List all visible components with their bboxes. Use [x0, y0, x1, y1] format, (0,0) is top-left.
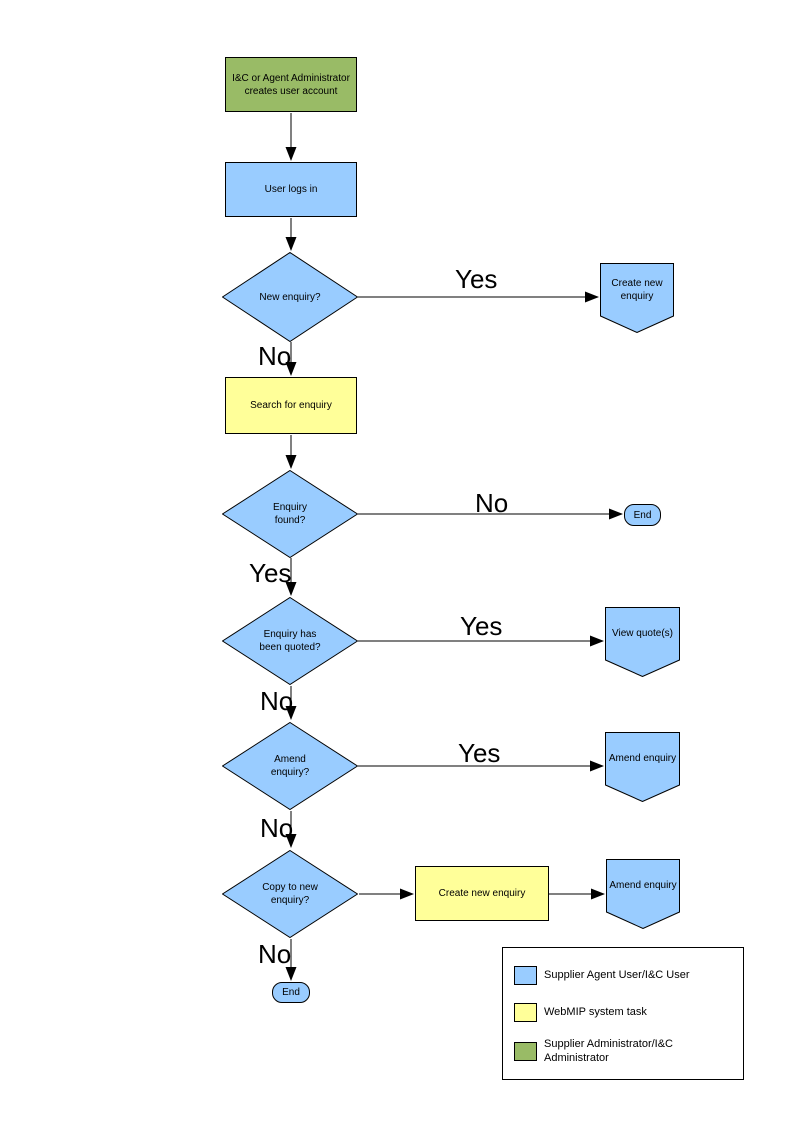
branch-label-no: No	[260, 686, 294, 716]
legend-item-system: WebMIP system task	[514, 1003, 735, 1022]
offpage-create-new-enquiry: Create new enquiry	[600, 263, 674, 333]
pentagon-shape	[605, 732, 680, 802]
offpage-amend-enquiry-label: Amend enquiry	[608, 753, 677, 764]
diamond-shape	[222, 597, 358, 685]
offpage-amend-enquiry-2-label: Amend enquiry	[609, 880, 677, 891]
offpage-amend-enquiry-2: Amend enquiry	[606, 859, 680, 929]
legend-item-admin: Supplier Administrator/I&C Administrator	[514, 1038, 735, 1066]
legend-swatch-admin	[514, 1042, 537, 1062]
branch-label-yes: Yes	[455, 264, 498, 294]
decision-amend-enquiry: Amend enquiry?	[222, 722, 358, 810]
offpage-create-new-enquiry-label: Create new enquiry	[611, 277, 663, 302]
branch-label-no: No	[475, 488, 509, 518]
process-create-user-account: I&C or Agent Administrator creates user …	[225, 57, 357, 112]
pentagon-shape	[605, 607, 680, 677]
branch-label-yes: Yes	[458, 738, 501, 768]
pentagon-shape	[606, 859, 680, 929]
legend-label-actor: Supplier Agent User/I&C User	[544, 968, 690, 981]
decision-enquiry-quoted: Enquiry has been quoted?	[222, 597, 358, 685]
decision-amend-enquiry-label: Amend enquiry?	[270, 754, 310, 778]
process-user-logs-in: User logs in	[225, 162, 357, 217]
decision-new-enquiry: New enquiry?	[222, 252, 358, 342]
legend-item-actor: Supplier Agent User/I&C User	[514, 966, 735, 985]
offpage-amend-enquiry: Amend enquiry	[605, 732, 680, 802]
legend: Supplier Agent User/I&C User WebMIP syst…	[502, 947, 744, 1080]
diamond-shape	[222, 470, 358, 558]
offpage-view-quotes-label: View quote(s)	[612, 628, 673, 639]
decision-enquiry-found-label: Enquiry found?	[273, 502, 307, 526]
legend-swatch-actor	[514, 966, 537, 985]
branch-label-no: No	[258, 341, 292, 371]
decision-copy-to-new-enquiry: Copy to new enquiry?	[222, 850, 358, 938]
branch-label-no: No	[258, 939, 292, 969]
pentagon-shape	[600, 263, 674, 333]
terminator-end-not-found: End	[624, 504, 661, 526]
branch-label-no: No	[260, 813, 294, 843]
decision-enquiry-quoted-label: Enquiry has been quoted?	[259, 629, 321, 653]
diamond-shape	[222, 850, 358, 938]
branch-label-yes: Yes	[249, 558, 292, 588]
offpage-view-quotes: View quote(s)	[605, 607, 680, 677]
legend-label-admin: Supplier Administrator/I&C Administrator	[544, 1038, 673, 1064]
legend-swatch-system	[514, 1003, 537, 1022]
task-create-new-enquiry: Create new enquiry	[415, 866, 549, 921]
legend-label-system: WebMIP system task	[544, 1005, 647, 1018]
terminator-end-final: End	[272, 982, 310, 1003]
branch-label-yes: Yes	[460, 611, 503, 641]
diamond-shape	[222, 252, 358, 342]
decision-copy-to-new-enquiry-label: Copy to new enquiry?	[262, 882, 318, 906]
decision-new-enquiry-label: New enquiry?	[259, 291, 321, 303]
task-search-for-enquiry: Search for enquiry	[225, 377, 357, 434]
diamond-shape	[222, 722, 358, 810]
decision-enquiry-found: Enquiry found?	[222, 470, 358, 558]
